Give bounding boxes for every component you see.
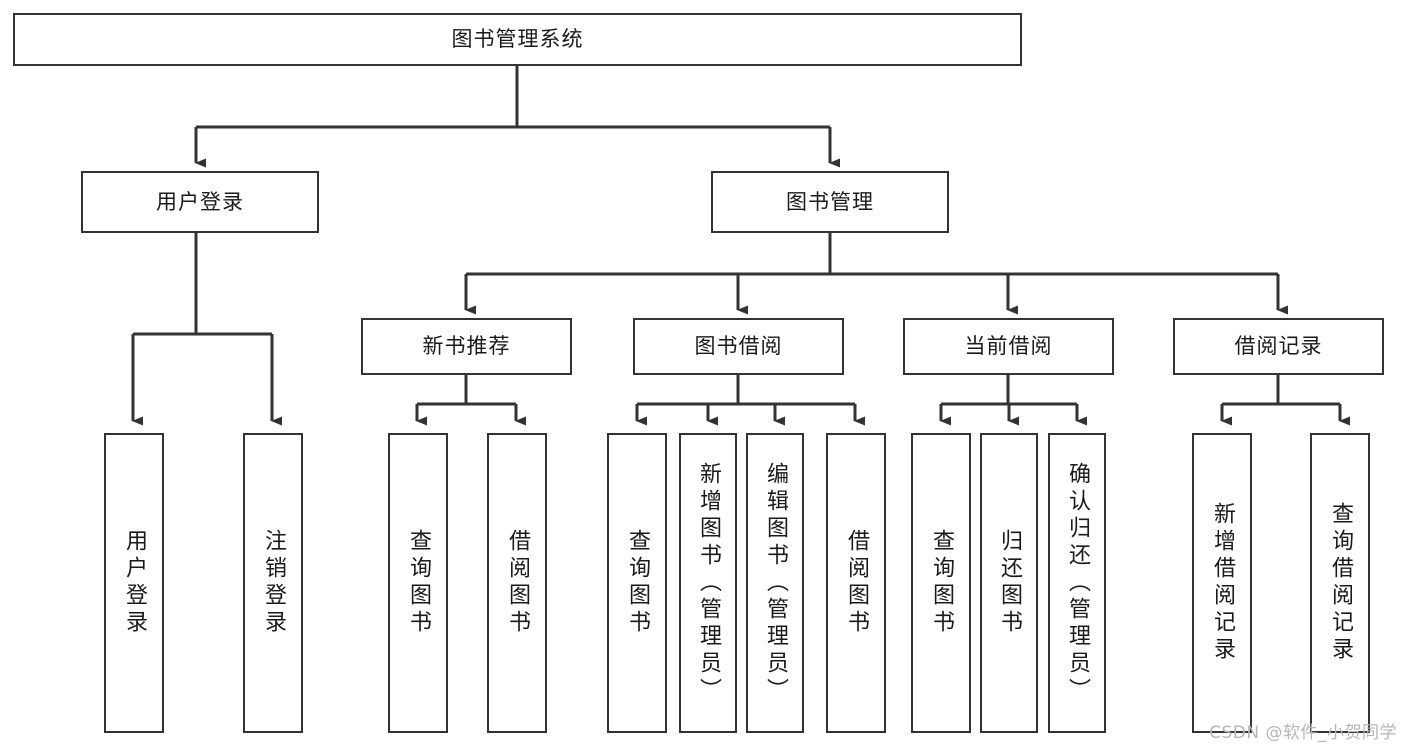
node-label: 借阅图书 xyxy=(505,529,530,637)
node-book-borrow[interactable]: 图书借阅 xyxy=(633,318,844,375)
leaf-new-book-borrow[interactable]: 借阅图书 xyxy=(487,433,547,733)
node-label: 借阅记录 xyxy=(1234,334,1323,359)
node-label: 图书管理系统 xyxy=(451,27,584,52)
node-label: 查询图书 xyxy=(625,529,650,637)
leaf-book-borrow-query[interactable]: 查询图书 xyxy=(607,433,667,733)
node-borrow-record[interactable]: 借阅记录 xyxy=(1173,318,1384,375)
node-label: 图书借阅 xyxy=(694,334,783,359)
leaf-book-borrow-borrow[interactable]: 借阅图书 xyxy=(826,433,886,733)
node-label: 确认归还（管理员） xyxy=(1065,461,1090,705)
leaf-current-borrow-return[interactable]: 归还图书 xyxy=(980,433,1038,733)
leaf-book-borrow-add[interactable]: 新增图书（管理员） xyxy=(679,433,737,733)
node-label: 查询图书 xyxy=(406,529,431,637)
node-root-system[interactable]: 图书管理系统 xyxy=(13,13,1022,66)
node-label: 归还图书 xyxy=(997,529,1022,637)
node-label: 当前借阅 xyxy=(964,334,1053,359)
node-label: 新增借阅记录 xyxy=(1210,502,1235,664)
node-label: 查询图书 xyxy=(929,529,954,637)
leaf-user-login-signout[interactable]: 注销登录 xyxy=(243,433,303,733)
node-current-borrow[interactable]: 当前借阅 xyxy=(903,318,1114,375)
leaf-book-borrow-edit[interactable]: 编辑图书（管理员） xyxy=(746,433,804,733)
node-book-management[interactable]: 图书管理 xyxy=(711,171,949,233)
node-label: 借阅图书 xyxy=(844,529,869,637)
node-user-login[interactable]: 用户登录 xyxy=(81,171,319,233)
leaf-borrow-record-add[interactable]: 新增借阅记录 xyxy=(1192,433,1252,733)
node-label: 查询借阅记录 xyxy=(1328,502,1353,664)
node-label: 注销登录 xyxy=(261,529,286,637)
leaf-new-book-query[interactable]: 查询图书 xyxy=(388,433,448,733)
leaf-current-borrow-query[interactable]: 查询图书 xyxy=(911,433,971,733)
leaf-user-login-signin[interactable]: 用户登录 xyxy=(104,433,164,733)
node-label: 编辑图书（管理员） xyxy=(763,461,788,705)
leaf-current-borrow-confirm-return[interactable]: 确认归还（管理员） xyxy=(1048,433,1106,733)
node-label: 用户登录 xyxy=(156,189,244,214)
node-label: 新增图书（管理员） xyxy=(696,461,721,705)
leaf-borrow-record-query[interactable]: 查询借阅记录 xyxy=(1310,433,1370,733)
node-new-book-recommend[interactable]: 新书推荐 xyxy=(361,318,572,375)
node-label: 图书管理 xyxy=(786,189,874,214)
node-label: 用户登录 xyxy=(122,529,147,637)
node-label: 新书推荐 xyxy=(422,334,511,359)
